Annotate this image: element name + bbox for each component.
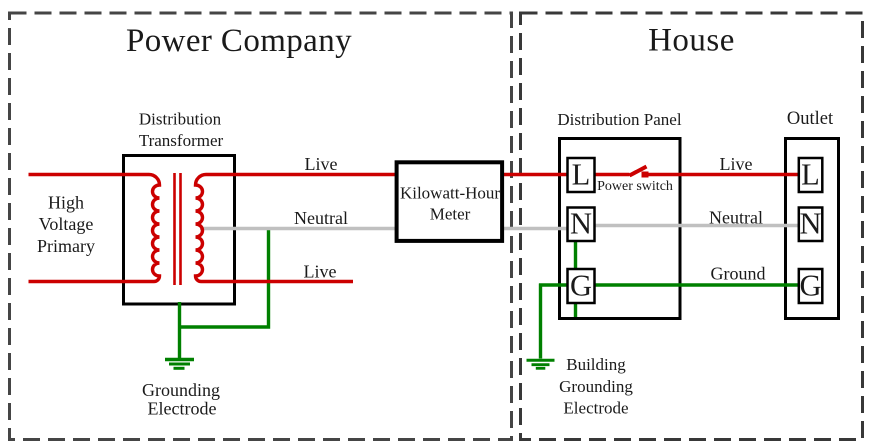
svg-text:Live: Live xyxy=(305,154,338,174)
svg-text:Power Company: Power Company xyxy=(126,23,352,59)
svg-text:Primary: Primary xyxy=(37,236,95,256)
svg-text:Electrode: Electrode xyxy=(148,399,217,419)
svg-text:Power switch: Power switch xyxy=(597,179,673,194)
svg-text:L: L xyxy=(801,158,820,192)
svg-text:Grounding: Grounding xyxy=(559,377,633,396)
svg-text:G: G xyxy=(799,269,821,303)
svg-text:N: N xyxy=(799,207,821,241)
svg-text:G: G xyxy=(570,269,592,303)
svg-text:Live: Live xyxy=(304,262,337,282)
svg-text:Live: Live xyxy=(720,154,753,174)
svg-text:Distribution Panel: Distribution Panel xyxy=(557,110,681,129)
svg-text:L: L xyxy=(572,158,591,192)
svg-text:High: High xyxy=(48,193,84,213)
svg-text:Grounding: Grounding xyxy=(142,380,220,400)
svg-text:Neutral: Neutral xyxy=(294,208,348,228)
svg-text:Transformer: Transformer xyxy=(139,131,224,150)
svg-text:House: House xyxy=(648,23,735,59)
svg-text:Kilowatt-Hour: Kilowatt-Hour xyxy=(400,184,500,203)
svg-text:Distribution: Distribution xyxy=(139,110,222,129)
svg-text:N: N xyxy=(570,207,592,241)
svg-text:Ground: Ground xyxy=(711,264,766,284)
svg-text:Building: Building xyxy=(566,355,626,374)
svg-text:Outlet: Outlet xyxy=(787,109,834,129)
svg-text:Meter: Meter xyxy=(430,205,471,224)
svg-text:Voltage: Voltage xyxy=(39,214,94,234)
svg-text:Electrode: Electrode xyxy=(563,399,628,418)
svg-text:Neutral: Neutral xyxy=(709,208,763,228)
